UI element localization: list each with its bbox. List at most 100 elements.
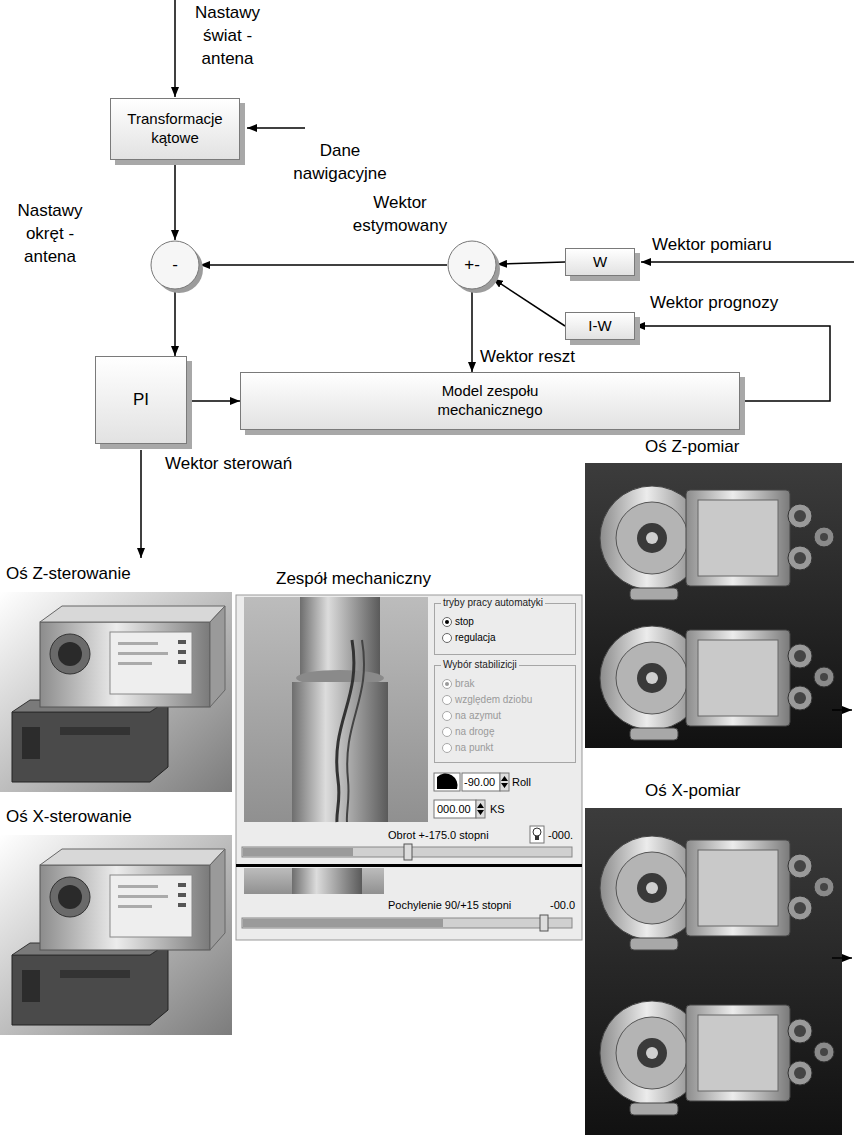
- radio-option: na punkt: [439, 740, 571, 756]
- axis-caption: Oś X-pomiar: [645, 780, 740, 803]
- text-block: -: [172, 254, 178, 275]
- gain-box: W: [565, 248, 635, 276]
- hmi-screenshot: [533, 828, 541, 836]
- axis-caption: Oś X-sterowanie: [6, 806, 132, 829]
- text-block: W: [593, 253, 607, 272]
- hmi-screenshot: [292, 868, 362, 894]
- encoder-photo: [600, 626, 834, 740]
- signal-connector: [174, 160, 176, 240]
- box-label: W: [593, 253, 607, 272]
- text-block: PI: [133, 389, 149, 410]
- hmi-screenshot: [540, 915, 548, 931]
- signal-connector: [497, 262, 565, 264]
- signal-label: Wektor sterowań: [165, 453, 292, 476]
- encoder-photo: [585, 463, 842, 748]
- slider-caption: Pochylenie 90/+15 stopni: [388, 898, 511, 913]
- hmi-screenshot: [437, 773, 458, 789]
- process-box: Transformacje kątowe: [110, 98, 240, 160]
- hmi-screenshot: [477, 803, 484, 815]
- panel-heading: Zespół mechaniczny: [276, 568, 431, 591]
- box-label: PI: [133, 389, 149, 410]
- signal-label: Nastawy świat - antena: [185, 2, 270, 71]
- slider-value: -000.: [548, 828, 573, 843]
- axis-caption: Oś Z-pomiar: [645, 436, 739, 459]
- signal-arrow: [641, 261, 854, 263]
- hmi-screenshot: [244, 597, 428, 822]
- hmi-screenshot: [236, 595, 582, 940]
- text-block: I-W: [588, 317, 611, 336]
- text-block: +-: [464, 254, 480, 275]
- signal-connector: [187, 400, 240, 402]
- signal-label: Wektor pomiaru: [652, 234, 772, 257]
- signal-label: Wektor reszt: [480, 346, 575, 369]
- hmi-screenshot: [462, 773, 500, 791]
- axis-caption: Oś Z-sterowanie: [6, 563, 131, 586]
- hmi-screenshot: [243, 919, 443, 927]
- hmi-screenshot: [501, 776, 508, 788]
- signal-connector: [200, 264, 447, 266]
- junction-circle: [151, 241, 199, 289]
- measurement-wire: [832, 957, 852, 959]
- signal-label: Dane nawigacyjne: [280, 140, 400, 186]
- radio-group: tryby pracy automatykistopregulacja: [434, 603, 576, 655]
- model-box: Model zespołu mechanicznego: [240, 372, 740, 430]
- hmi-screenshot: [500, 773, 509, 791]
- hmi-screenshot: [434, 800, 476, 818]
- measurement-wire: [832, 709, 852, 711]
- servo-valve-photo: [0, 835, 232, 1035]
- radio-option: na drogę: [439, 724, 571, 740]
- hmi-screenshot: [236, 595, 582, 940]
- slider-value: -00.0: [550, 898, 575, 913]
- radio-option: regulacja: [439, 630, 571, 646]
- signal-connector: [471, 290, 473, 372]
- text-block: Model zespołu mechanicznego: [420, 382, 560, 420]
- signal-arrow: [247, 127, 305, 129]
- hmi-panel: Zespół mechanicznytryby pracy automatyki…: [236, 595, 582, 940]
- encoder-photo: [600, 486, 834, 600]
- text-block: Transformacje kątowe: [120, 110, 230, 148]
- hmi-screenshot: [244, 868, 384, 894]
- hmi-screenshot: [434, 773, 460, 791]
- radio-group: Wybór stabilizicjibrakwzględem dziobuna …: [434, 665, 576, 763]
- hmi-screenshot: [535, 836, 539, 840]
- spin-value: 000.00: [437, 802, 471, 817]
- servo-valve-photo: [0, 592, 232, 792]
- spin-value: -90.00: [464, 775, 495, 790]
- hmi-screenshot: [243, 848, 353, 856]
- slider-caption: Obrot +-175.0 stopni: [388, 828, 489, 843]
- signal-connector: [493, 279, 565, 326]
- operator-sign: +-: [464, 254, 480, 275]
- spin-caption: Roll: [512, 775, 531, 790]
- signal-connector: [174, 290, 176, 356]
- gain-box: I-W: [565, 312, 635, 340]
- hmi-screenshot: [404, 844, 412, 860]
- group-title: Wybór stabilizicji: [441, 659, 519, 671]
- summing-junction: +-: [447, 240, 497, 290]
- radio-option: względem dziobu: [439, 692, 571, 708]
- encoder-photo: [585, 463, 842, 1135]
- box-label: Transformacje kątowe: [120, 110, 230, 148]
- radio-option: na azymut: [439, 708, 571, 724]
- box-label: I-W: [588, 317, 611, 336]
- measurement-wire: [832, 710, 852, 958]
- summing-junction: -: [150, 240, 200, 290]
- signal-label: Wektor estymowany: [330, 192, 470, 238]
- encoder-photo: [600, 836, 834, 950]
- encoder-photo: [585, 808, 842, 1135]
- group-title: tryby pracy automatyki: [441, 597, 545, 609]
- encoder-photo: [600, 1001, 834, 1115]
- radio-option: stop: [439, 614, 571, 630]
- signal-label: Wektor prognozy: [650, 292, 778, 315]
- hmi-screenshot: [476, 800, 485, 818]
- spin-caption: KS: [490, 802, 505, 817]
- operator-sign: -: [172, 254, 178, 275]
- signal-label: Nastawy okręt - antena: [4, 200, 96, 269]
- junction-circle: [448, 241, 496, 289]
- servo-valve-photo: [0, 592, 232, 1035]
- hmi-screenshot: [347, 640, 364, 822]
- radio-option: brak: [439, 676, 571, 692]
- hmi-screenshot: [236, 864, 582, 867]
- hmi-screenshot: [242, 918, 572, 928]
- signal-arrow: [140, 450, 142, 558]
